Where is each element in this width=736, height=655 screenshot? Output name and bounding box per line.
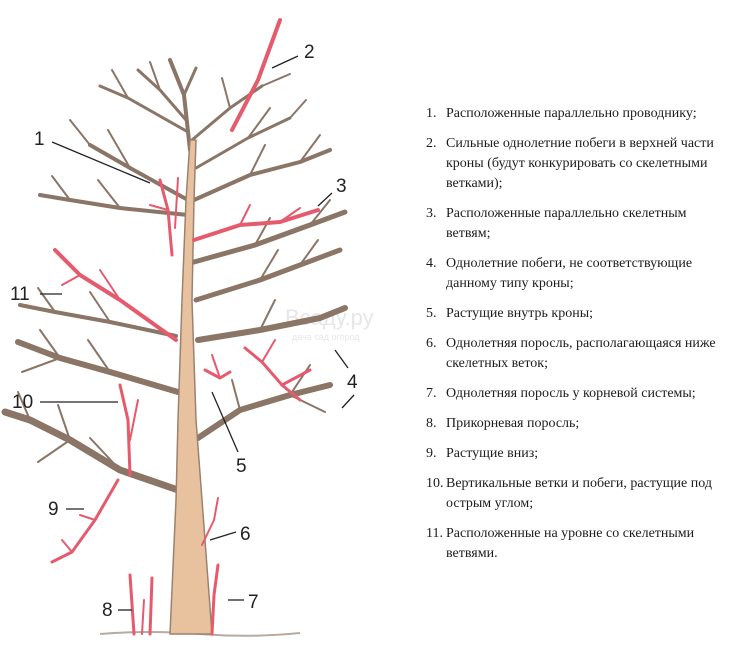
legend-item-text: Расположенные параллельно проводнику; — [446, 106, 697, 121]
watermark-name: Всаду.ру — [285, 305, 374, 330]
legend-item: 5. Растущие внутрь кроны; — [426, 304, 726, 324]
label-1: 1 — [34, 129, 45, 150]
legend-item-number: 7. — [426, 386, 437, 401]
legend-item-number: 5. — [426, 306, 437, 321]
legend-item: 8. Прикорневая поросль; — [426, 414, 726, 434]
pointer-lines — [40, 55, 355, 611]
legend-item: 9. Растущие вниз; — [426, 444, 726, 464]
watermark: Всаду.ру дача сад огород — [285, 305, 374, 342]
watermark-tagline: дача сад огород — [292, 332, 360, 342]
legend-item-number: 4. — [426, 256, 437, 271]
trunk — [169, 139, 213, 635]
legend-item-text: Вертикальные ветки и побеги, растущие по… — [446, 476, 712, 511]
label-10: 10 — [12, 392, 33, 413]
legend-item: 6. Однолетняя поросль, располагающаяся ни… — [426, 334, 726, 374]
legend-item: 11.Расположенные на уровне со скелетными… — [426, 524, 726, 564]
label-2: 2 — [304, 42, 315, 63]
legend-item-text: Растущие вниз; — [446, 446, 539, 461]
legend-item-number: 10. — [426, 476, 444, 491]
label-4: 4 — [347, 372, 358, 393]
legend-item-number: 1. — [426, 106, 437, 121]
label-3: 3 — [336, 176, 347, 197]
legend-item: 7. Однолетняя поросль у корневой системы; — [426, 384, 726, 404]
legend-item: 4. Однолетние побеги, не соответствующие … — [426, 254, 726, 294]
number-labels: 1 2 3 4 5 6 7 8 9 10 11 — [10, 42, 358, 621]
legend-item-text: Однолетняя поросль, располагающаяся ниже… — [446, 336, 716, 371]
label-7: 7 — [248, 592, 259, 613]
highlighted-shoots — [50, 18, 320, 636]
legend-item-number: 6. — [426, 336, 437, 351]
legend-item-number: 9. — [426, 446, 437, 461]
tree-diagram: Всаду.ру дача сад огород — [1, 18, 374, 637]
legend-item-number: 2. — [426, 136, 437, 151]
legend-item-text: Растущие внутрь кроны; — [446, 306, 593, 321]
legend-item-text: Однолетняя поросль у корневой системы; — [446, 386, 696, 401]
legend-item-text: Сильные однолетние побеги в верхней част… — [446, 136, 714, 191]
label-11: 11 — [10, 284, 30, 305]
label-8: 8 — [102, 600, 113, 621]
legend-item-text: Прикорневая поросль; — [446, 416, 580, 431]
legend-item-text: Расположенные на уровне со скелетными ве… — [446, 526, 695, 561]
legend-item-number: 8. — [426, 416, 437, 431]
legend-item-number: 11. — [426, 526, 443, 541]
legend-item: 1. Расположенные параллельно проводнику; — [426, 104, 726, 124]
label-9: 9 — [48, 499, 59, 520]
legend-item-text: Расположенные параллельно скелетным ветв… — [446, 206, 687, 241]
legend-item-text: Однолетние побеги, не соответствующие да… — [446, 256, 693, 291]
legend-item-number: 3. — [426, 206, 437, 221]
branches — [1, 58, 348, 494]
label-5: 5 — [236, 456, 247, 477]
legend-list: 1. Расположенные параллельно проводнику; 2… — [426, 104, 726, 574]
legend-item: 2. Сильные однолетние побеги в верхней ча… — [426, 134, 726, 194]
legend-item: 10.Вертикальные ветки и побеги, растущие… — [426, 474, 726, 514]
label-6: 6 — [240, 524, 251, 545]
legend-item: 3. Расположенные параллельно скелетным ве… — [426, 204, 726, 244]
